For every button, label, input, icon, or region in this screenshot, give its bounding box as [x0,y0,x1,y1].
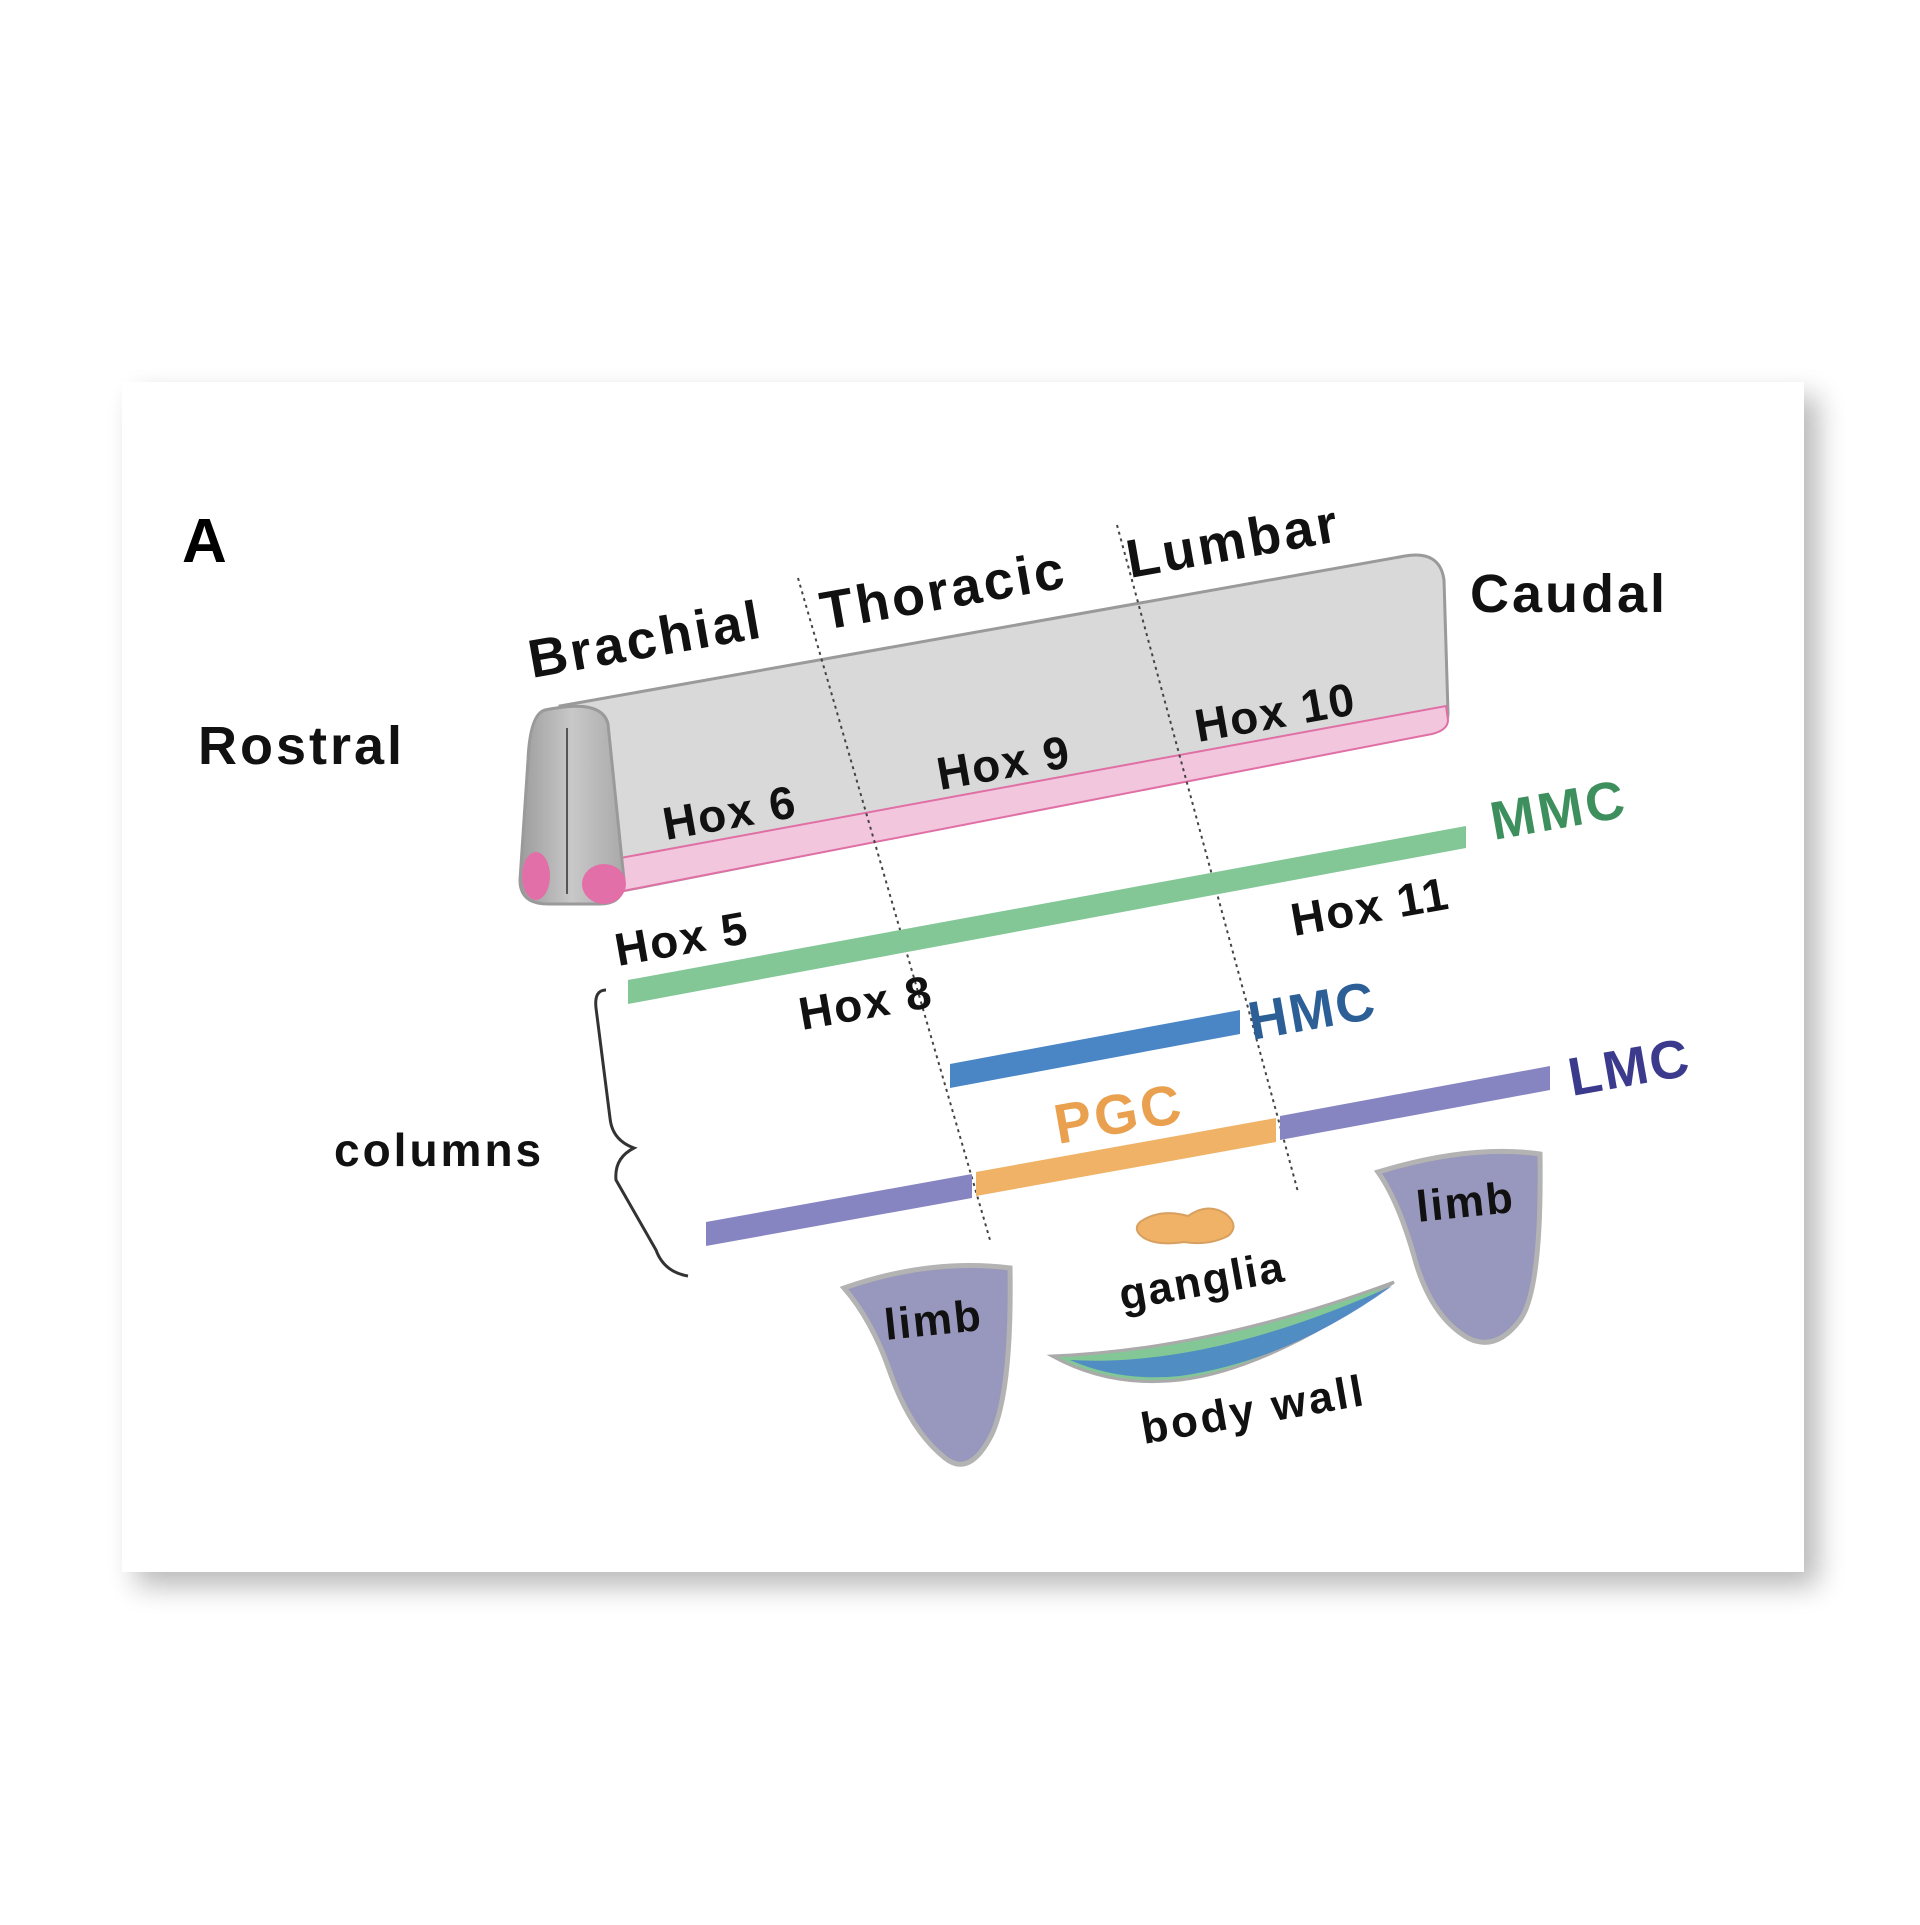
label-caudal: Caudal [1470,564,1668,624]
hmc-bar [950,1010,1240,1088]
motor-pool-right [582,864,626,904]
targets [839,1148,1543,1467]
label-limb-right: limb [1414,1173,1517,1232]
pgc-bar [976,1118,1276,1196]
columns-brace [594,988,689,1278]
motor-pool-left [522,852,550,900]
body-wall-inner [1070,1286,1392,1378]
boundary-brachial-thoracic [797,577,991,1241]
column-bars [628,826,1550,1246]
panel-label: A [182,507,227,576]
spinal-cord-end [518,704,626,906]
ganglia-shape [1135,1207,1235,1245]
label-rostral: Rostral [198,716,405,776]
limb-shape-right [1373,1148,1543,1345]
lmc-bar-rostral [706,1174,972,1246]
ventral-pink-strip [565,704,1450,904]
limb-shape-left [839,1263,1013,1467]
lmc-bar-caudal [1280,1066,1550,1140]
spinal-cord [518,553,1450,906]
label-limb-left: limb [882,1291,985,1350]
label-columns: columns [334,1124,544,1176]
region-boundaries [797,524,1299,1241]
boundary-thoracic-lumbar [1116,524,1299,1193]
mmc-bar [628,826,1466,1004]
